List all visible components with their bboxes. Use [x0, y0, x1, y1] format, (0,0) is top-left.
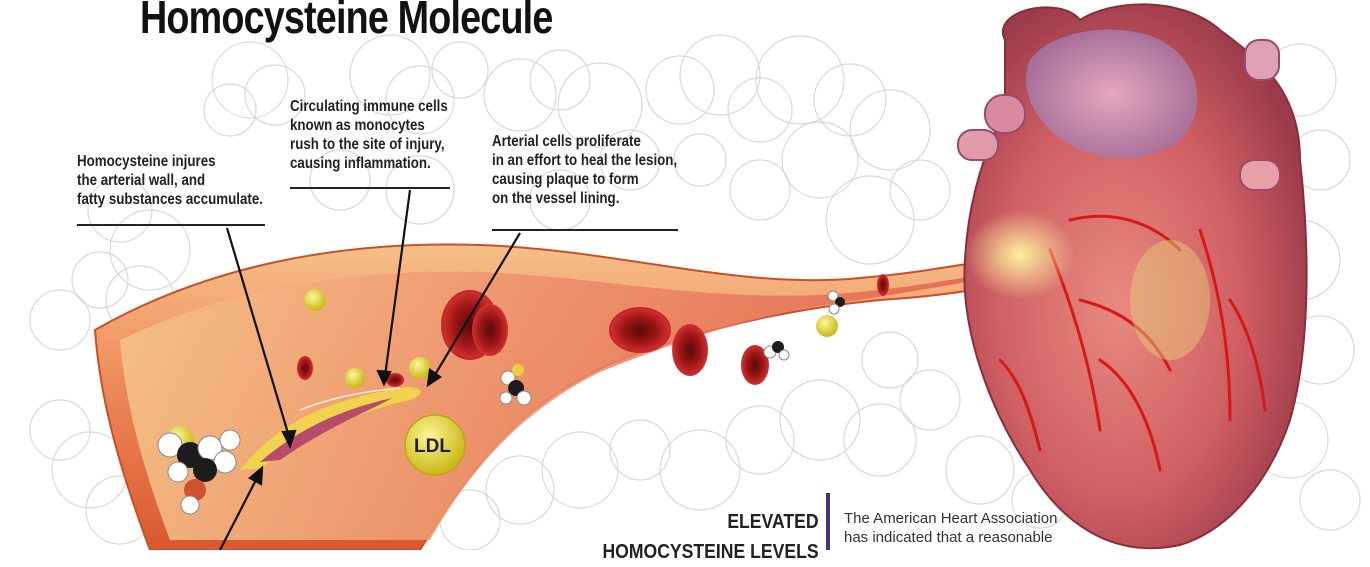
callout-proliferate-line: in an effort to heal the lesion,	[492, 152, 678, 169]
artery-vessel	[93, 243, 1011, 550]
callout-monocytes-line: Circulating immune cells	[290, 98, 448, 115]
heart	[957, 3, 1308, 550]
artwork	[29, 3, 1361, 550]
ldl-particle	[404, 414, 466, 476]
callout-proliferate-line: Arterial cells proliferate	[492, 133, 641, 150]
red-blood-cells	[297, 274, 889, 387]
callout-injury-rule	[77, 224, 265, 226]
callout-injury: Homocysteine injures the arterial wall, …	[77, 152, 263, 209]
callout-injury-line: the arterial wall, and	[77, 172, 206, 189]
callout-injury-line: fatty substances accumulate.	[77, 191, 263, 208]
callout-injury-line: Homocysteine injures	[77, 153, 216, 170]
callout-monocytes-rule	[290, 187, 450, 189]
sidebar-text-line: has indicated that a reasonable	[844, 529, 1053, 546]
sidebar-heading: ELEVATED HOMOCYSTEINE LEVELS	[603, 507, 819, 567]
callout-proliferate-rule	[492, 229, 678, 231]
callout-monocytes: Circulating immune cells known as monocy…	[290, 97, 448, 173]
callout-monocytes-line: causing inflammation.	[290, 155, 431, 172]
sidebar-heading-line: HOMOCYSTEINE LEVELS	[602, 541, 819, 563]
callout-proliferate-line: on the vessel lining.	[492, 190, 620, 207]
illustration-canvas: Homocysteine Molecule Homocysteine injur…	[29, 0, 1361, 563]
callout-monocytes-line: known as monocytes	[290, 117, 425, 134]
callout-proliferate: Arterial cells proliferate in an effort …	[492, 132, 677, 208]
sidebar-heading-line: ELEVATED	[727, 511, 819, 533]
sidebar-text-line: The American Heart Association	[844, 510, 1058, 527]
callout-pointers	[219, 189, 521, 550]
ldl-label: LDL	[414, 436, 451, 457]
sidebar-text: The American Heart Association has indic…	[844, 509, 1057, 547]
callout-monocytes-line: rush to the site of injury,	[290, 136, 445, 153]
callout-proliferate-line: causing plaque to form	[492, 171, 639, 188]
sidebar-divider	[826, 493, 830, 550]
homocysteine-molecules	[157, 290, 845, 515]
diagram-title: Homocysteine Molecule	[140, 0, 553, 43]
